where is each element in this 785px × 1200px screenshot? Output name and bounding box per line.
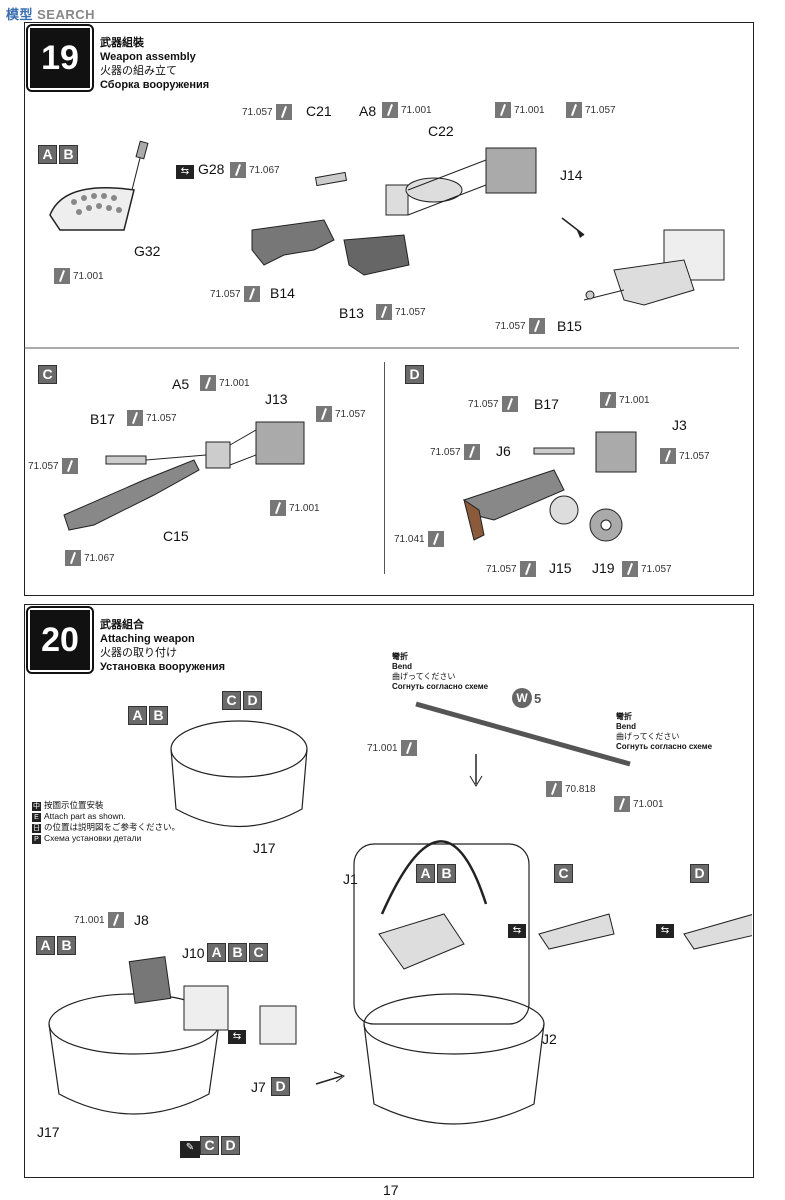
variant-d-label: D (405, 365, 426, 384)
paint-j14b: 71.057 (566, 102, 616, 118)
part-b14: B14 (270, 285, 295, 301)
part-a8: A8 (359, 103, 377, 119)
step-19-badge: 19 (26, 24, 94, 92)
part-g32: G32 (134, 243, 161, 259)
paint-b15: 71.057 (495, 318, 545, 334)
part-j19: J19 (592, 560, 615, 576)
paint-j14a: 71.001 (495, 102, 545, 118)
attach-weapon-diagram (48, 701, 752, 1125)
part-a5: A5 (172, 376, 190, 392)
step-19-title: 武器組裝 Weapon assembly 火器の組み立て Сборка воор… (100, 37, 210, 91)
swap-icon-d: ⇆ (656, 920, 674, 938)
step-20-panel (24, 604, 754, 1178)
paint-a5: 71.001 (200, 375, 250, 391)
variant-c-label-20: C (554, 864, 575, 883)
paint-d-top: 71.001 (600, 392, 650, 408)
paint-g28: 71.067 (230, 162, 280, 178)
variant-c-diagram (63, 421, 305, 531)
paint-j3: 71.057 (660, 448, 710, 464)
variant-d-diagram (463, 431, 637, 542)
paint-w5-right: 71.001 (614, 796, 664, 812)
paint-grip: 71.041 (394, 531, 444, 547)
paint-g32: 71.001 (54, 268, 104, 284)
part-j7: J7 (251, 1079, 266, 1095)
part-j13: J13 (265, 391, 288, 407)
part-j15: J15 (549, 560, 572, 576)
variant-c-label: C (38, 365, 59, 384)
paint-b17-c: 71.057 (127, 410, 177, 426)
paint-j15: 71.057 (486, 561, 536, 577)
paint-c-left: 71.057 (28, 458, 78, 474)
weapon-assembly-diagram (24, 140, 739, 349)
paint-j6: 71.057 (430, 444, 480, 460)
bend-note-right: 彎折 Bend 曲げってください Согнуть согласно схеме (616, 712, 713, 751)
swap-icon-c: ⇆ (508, 920, 526, 938)
paint-c-bottom: 71.067 (65, 550, 115, 566)
part-j6: J6 (496, 443, 511, 459)
part-c22: C22 (428, 123, 454, 139)
part-b13: B13 (339, 305, 364, 321)
part-b17-d: B17 (534, 396, 559, 412)
divider (384, 362, 385, 574)
step-20-badge: 20 (26, 606, 94, 674)
paint-j13: 71.057 (316, 406, 366, 422)
part-j2: J2 (542, 1031, 557, 1047)
paint-c21: 71.057 (242, 104, 292, 120)
part-j8: J8 (134, 912, 149, 928)
paint-b14: 71.057 (210, 286, 260, 302)
paint-b17-d: 71.057 (468, 396, 518, 412)
step-20-title: 武器組合 Attaching weapon 火器の取り付け Установка … (100, 619, 226, 673)
swap-icon-20: ⇆ (228, 1026, 246, 1044)
part-j14: J14 (560, 167, 583, 183)
swap-icon: ⇆ (176, 161, 194, 179)
part-b17-c: B17 (90, 411, 115, 427)
part-j10: J10 (182, 945, 205, 961)
paint-w5-mid: 70.818 (546, 781, 596, 797)
paint-a8: 71.001 (382, 102, 432, 118)
variant-d-label-20: D (271, 1077, 292, 1096)
paint-j19: 71.057 (622, 561, 672, 577)
part-j3: J3 (672, 417, 687, 433)
paint-j8: 71.001 (74, 912, 124, 928)
w5-badge: W 5 (512, 688, 541, 708)
part-c21: C21 (306, 103, 332, 119)
page-number: 17 (383, 1182, 399, 1198)
part-j17-bottom: J17 (37, 1124, 60, 1140)
paint-w5-left: 71.001 (367, 740, 417, 756)
step-19-panel (24, 22, 754, 596)
paint-b13: 71.057 (376, 304, 426, 320)
part-c15: C15 (163, 528, 189, 544)
part-j17-top: J17 (253, 840, 276, 856)
watermark-logo: 模型 SEARCH (6, 7, 96, 22)
part-g28: G28 (198, 161, 225, 177)
paint-j13b: 71.001 (270, 500, 320, 516)
part-b15: B15 (557, 318, 582, 334)
bend-note-left: 彎折 Bend 曲げってください Согнуть согласно схеме (392, 652, 489, 691)
part-j1: J1 (343, 871, 358, 887)
variant-d-label-20c: D (690, 864, 711, 883)
